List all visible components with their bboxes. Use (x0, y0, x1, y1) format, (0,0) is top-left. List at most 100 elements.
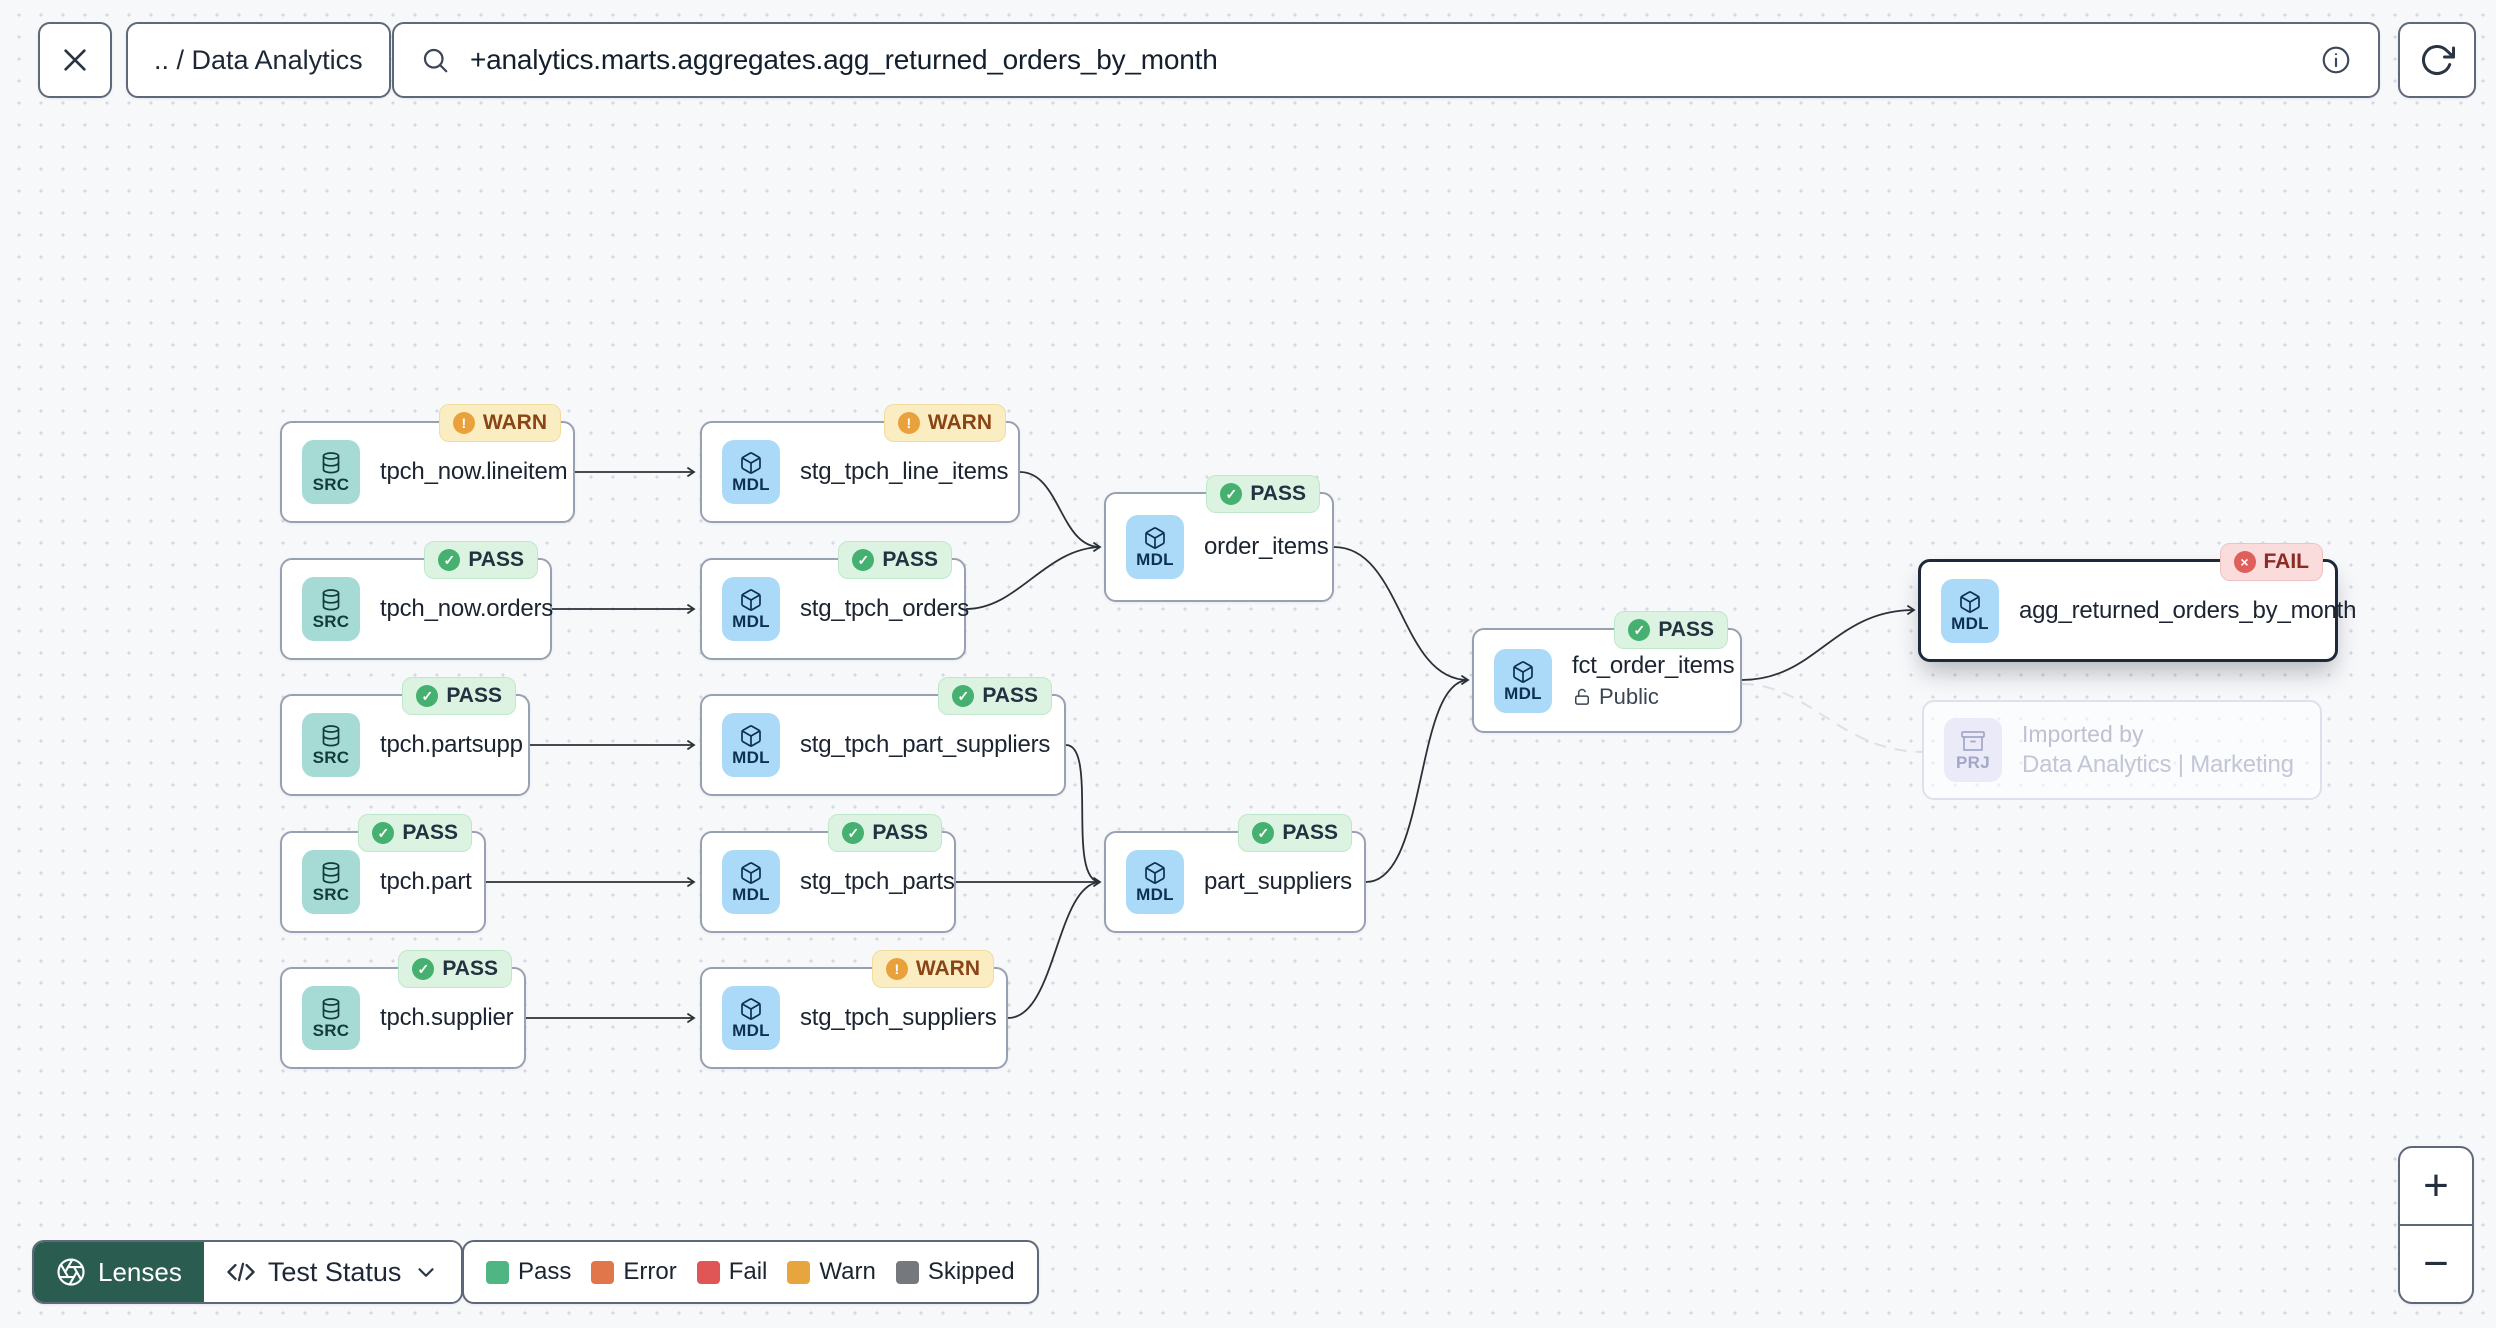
database-icon (319, 724, 343, 748)
lenses-button[interactable]: Lenses (34, 1242, 204, 1302)
status-badge-warn: !WARN (883, 404, 1006, 442)
legend-label: Warn (819, 1258, 876, 1285)
lineage-node-tpch_now.orders[interactable]: SRC tpch_now.orders ✓PASS (280, 541, 554, 660)
zoom-controls: + − (2398, 1146, 2474, 1304)
close-button[interactable] (38, 22, 112, 98)
lineage-edge (1007, 881, 1101, 1019)
status-badge-pass: ✓PASS (424, 541, 538, 579)
node-label: tpch_now.orders (380, 595, 554, 622)
database-icon (319, 588, 343, 612)
chip-label: MDL (732, 885, 770, 904)
status-badge-pass: ✓PASS (1614, 611, 1728, 649)
node-label: part_suppliers (1204, 868, 1352, 895)
legend-item-pass: Pass (486, 1258, 571, 1286)
node-subtitle: Imported by (2022, 721, 2144, 747)
status-badge-pass: ✓PASS (838, 541, 952, 579)
status-badge-pass: ✓PASS (828, 814, 942, 852)
source-chip: SRC (302, 850, 360, 914)
status-label: FAIL (2263, 550, 2310, 573)
lineage-edge (1365, 679, 1469, 883)
status-label: PASS (446, 684, 502, 707)
status-label: WARN (915, 957, 980, 980)
cube-icon (739, 588, 763, 612)
status-label: PASS (1282, 821, 1338, 844)
lenses-label: Lenses (98, 1256, 182, 1287)
chip-label: MDL (732, 475, 770, 494)
project-chip: PRJ (1944, 718, 2002, 782)
chip-label: SRC (312, 885, 350, 904)
search-input[interactable] (468, 43, 2302, 77)
legend-item-skipped: Skipped (895, 1258, 1015, 1286)
cube-icon (1143, 861, 1167, 885)
status-dot-icon: ✓ (1220, 483, 1243, 505)
code-icon (227, 1262, 255, 1282)
status-dot-icon: ✓ (412, 958, 435, 980)
cube-icon (1143, 526, 1167, 550)
plus-icon: + (2423, 1161, 2449, 1210)
legend-swatch (787, 1260, 811, 1284)
lineage-node-stg_tpch_parts[interactable]: MDL stg_tpch_parts ✓PASS (700, 814, 956, 933)
lineage-node-part_suppliers[interactable]: MDL part_suppliers ✓PASS (1104, 814, 1366, 933)
search-bar[interactable] (392, 22, 2380, 98)
legend-swatch (486, 1260, 509, 1284)
status-dot-icon: ! (452, 412, 475, 434)
node-access-badge: Public (1572, 684, 1734, 710)
cube-icon (739, 861, 763, 885)
source-chip: SRC (302, 577, 360, 641)
chip-label: SRC (312, 612, 350, 631)
node-label: tpch.part (380, 868, 472, 895)
chip-label: MDL (1951, 613, 1989, 633)
node-label: tpch.supplier (380, 1004, 514, 1031)
source-chip: SRC (302, 440, 360, 504)
status-label: PASS (402, 821, 458, 844)
database-icon (319, 451, 343, 475)
search-icon (423, 48, 448, 73)
status-dot-icon: ✓ (438, 549, 461, 571)
breadcrumb[interactable]: .. / Data Analytics (126, 22, 391, 98)
legend-label: Fail (728, 1258, 768, 1285)
model-chip: MDL (1126, 850, 1184, 914)
lineage-edge (1333, 546, 1470, 686)
legend-swatch (696, 1260, 720, 1284)
status-label: PASS (442, 957, 498, 980)
status-label: PASS (982, 684, 1038, 707)
status-badge-pass: ✓PASS (1238, 814, 1352, 852)
model-chip: MDL (722, 986, 780, 1050)
status-badge-pass: ✓PASS (402, 677, 516, 715)
zoom-out-button[interactable]: − (2400, 1226, 2472, 1302)
cube-icon (1958, 590, 1982, 614)
info-icon[interactable] (2320, 44, 2352, 76)
lens-selector[interactable]: Test Status (203, 1242, 462, 1302)
lenses-control: Lenses Test Status (32, 1240, 464, 1304)
chip-label: MDL (1136, 550, 1174, 569)
model-chip: MDL (1126, 515, 1184, 579)
minus-icon: − (2423, 1239, 2449, 1288)
legend-label: Pass (518, 1258, 572, 1285)
status-badge-pass: ✓ PASS (1206, 475, 1320, 513)
node-label: stg_tpch_suppliers (800, 1004, 997, 1031)
divider (2400, 1224, 2472, 1226)
chevron-down-icon (418, 1268, 435, 1277)
status-badge-pass: ✓ PASS (398, 950, 512, 988)
refresh-button[interactable] (2398, 22, 2476, 98)
status-label: PASS (1250, 482, 1306, 505)
close-icon (64, 49, 86, 71)
zoom-in-button[interactable]: + (2400, 1148, 2472, 1224)
model-chip: MDL (1941, 578, 1999, 643)
node-label: stg_tpch_parts (800, 868, 955, 895)
